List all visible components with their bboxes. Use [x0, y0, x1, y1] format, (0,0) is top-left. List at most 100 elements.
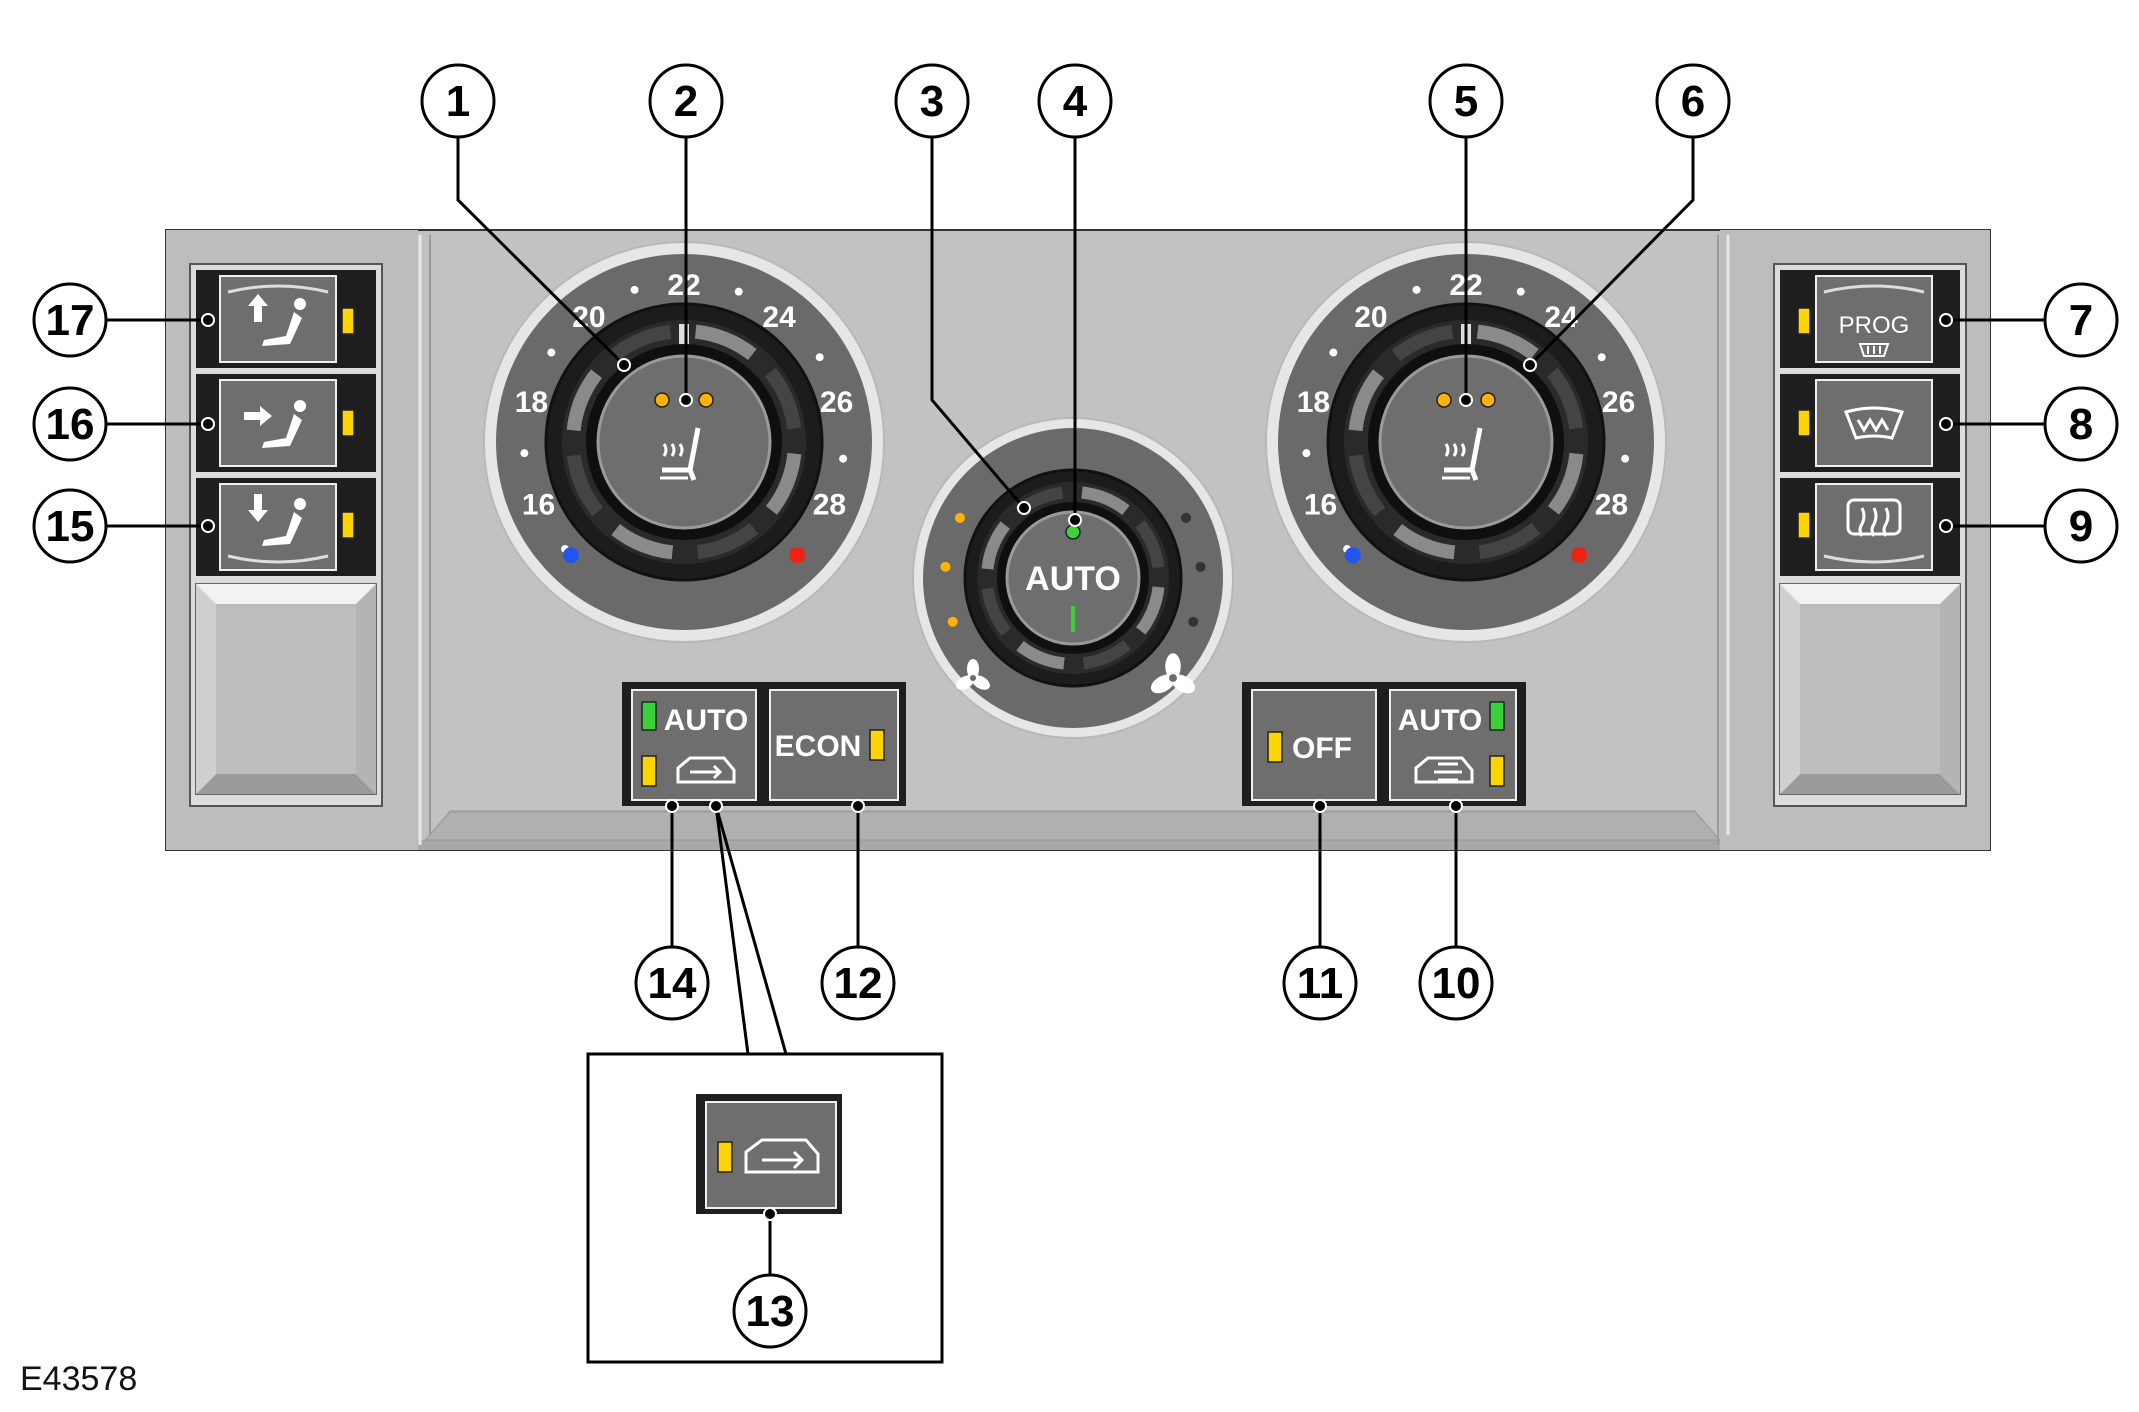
callout-number: 1 [446, 77, 470, 126]
left-bottom-buttons: AUTO ECON [622, 682, 906, 806]
callout-bubble [820, 945, 896, 1021]
cold-indicator [1344, 547, 1361, 564]
dial-scale-label: 18 [515, 386, 548, 419]
callout-anchor [617, 358, 631, 372]
rear-screen-heat-button[interactable] [1780, 478, 1960, 576]
dial-scale-label: 16 [522, 489, 555, 522]
dial-tick [839, 454, 848, 463]
feet-vent-led [341, 511, 355, 539]
callout-bubble [32, 488, 108, 564]
vent-feet-icon [248, 494, 306, 546]
prog-led [1797, 307, 1811, 335]
feet-vent-button[interactable] [196, 478, 376, 576]
dial-scale-label: 18 [1297, 386, 1330, 419]
knob-grip [1016, 641, 1065, 670]
figure-id: E43578 [20, 1360, 137, 1398]
callout-number: 15 [46, 502, 95, 551]
callout-leader [930, 130, 1026, 509]
callout-bubble [1418, 945, 1494, 1021]
callout-anchor [1068, 513, 1082, 527]
dial-scale-label: 24 [1544, 301, 1578, 334]
right-button-column: PROG [1773, 263, 1967, 807]
heated-seat-icon [660, 427, 701, 481]
knob-grip [1136, 586, 1165, 635]
dial-scale-label: 16 [1304, 489, 1337, 522]
callout-bubble [1282, 945, 1358, 1021]
callout-11: 11 [1282, 799, 1358, 1021]
callout-14: 14 [634, 799, 710, 1021]
auto-fan-button[interactable] [1005, 510, 1141, 646]
fan-speed-dot [954, 512, 965, 523]
face-feet-vent-button[interactable] [196, 374, 376, 472]
seat-heat-button[interactable] [596, 354, 772, 530]
seat-heat-led [698, 392, 714, 408]
recirculation-icon [676, 756, 736, 784]
callout-bubble [894, 63, 970, 139]
callout-number: 8 [2069, 400, 2093, 449]
callout-bubble [1037, 63, 1113, 139]
dial-scale-label: 26 [820, 386, 853, 419]
center-fan-dial[interactable]: AUTO [912, 417, 1234, 739]
callout-anchor [201, 313, 215, 327]
callout-number: 2 [674, 77, 698, 126]
vent-face-feet-icon [244, 400, 306, 448]
fan-speed-dot [940, 561, 951, 572]
callout-bubble [420, 63, 496, 139]
callout-anchor [1449, 799, 1463, 813]
prog-button[interactable]: PROG [1780, 270, 1960, 368]
air-recirc-auto-button[interactable]: AUTO [631, 689, 757, 801]
dial-scale-label: 24 [762, 301, 796, 334]
callout-number: 14 [648, 959, 697, 1008]
callout-number: 5 [1454, 77, 1478, 126]
callout-number: 17 [46, 296, 95, 345]
callout-17: 17 [32, 282, 215, 358]
blank-right-button[interactable] [1779, 583, 1961, 795]
dial-scale-label: 28 [1595, 489, 1628, 522]
callout-number: 9 [2069, 502, 2093, 551]
dial-tick [815, 353, 824, 362]
knob-grip [1348, 369, 1385, 432]
defog-auto-button[interactable]: AUTO [1389, 689, 1517, 801]
knob-grip [1391, 324, 1454, 362]
callout-number: 12 [834, 959, 883, 1008]
off-button[interactable]: OFF [1251, 689, 1377, 801]
auto-right-label: AUTO [1398, 704, 1482, 737]
callout-bubble [648, 63, 724, 139]
callout-anchor [201, 519, 215, 533]
callout-anchor [763, 1207, 777, 1221]
callout-anchor [679, 393, 693, 407]
dial-tick [1302, 449, 1311, 458]
off-led [1267, 731, 1283, 763]
callout-leader [456, 130, 626, 367]
callout-anchor [1939, 519, 1953, 533]
auto-fan-led [1065, 524, 1081, 540]
callout-number: 7 [2069, 296, 2093, 345]
knob-grip [1476, 324, 1539, 361]
callout-3: 3 [894, 63, 1031, 515]
knob-grip [566, 454, 604, 517]
callout-bubble [32, 386, 108, 462]
knob-grip [1546, 367, 1584, 430]
knob-grip [611, 523, 674, 560]
knob-grip [694, 324, 757, 361]
callout-number: 11 [1297, 959, 1344, 1008]
blank-left-button[interactable] [195, 583, 377, 795]
face-vent-button[interactable] [196, 270, 376, 368]
callout-10: 10 [1418, 799, 1494, 1021]
callout-number: 4 [1063, 77, 1088, 126]
knob-grip [1135, 520, 1165, 569]
inset-pointer [709, 799, 788, 1055]
econ-button[interactable]: ECON [769, 689, 899, 801]
callout-anchor [1017, 501, 1031, 515]
knob-grip [1081, 486, 1130, 515]
dial-scale-label: 28 [813, 489, 846, 522]
callout-number: 16 [46, 400, 95, 449]
windscreen-heat-button[interactable] [1780, 374, 1960, 472]
recirculation-icon [744, 1138, 820, 1174]
callout-bubble [1655, 63, 1731, 139]
knob-grip [981, 521, 1010, 570]
inset-recirc-button[interactable] [705, 1101, 837, 1209]
